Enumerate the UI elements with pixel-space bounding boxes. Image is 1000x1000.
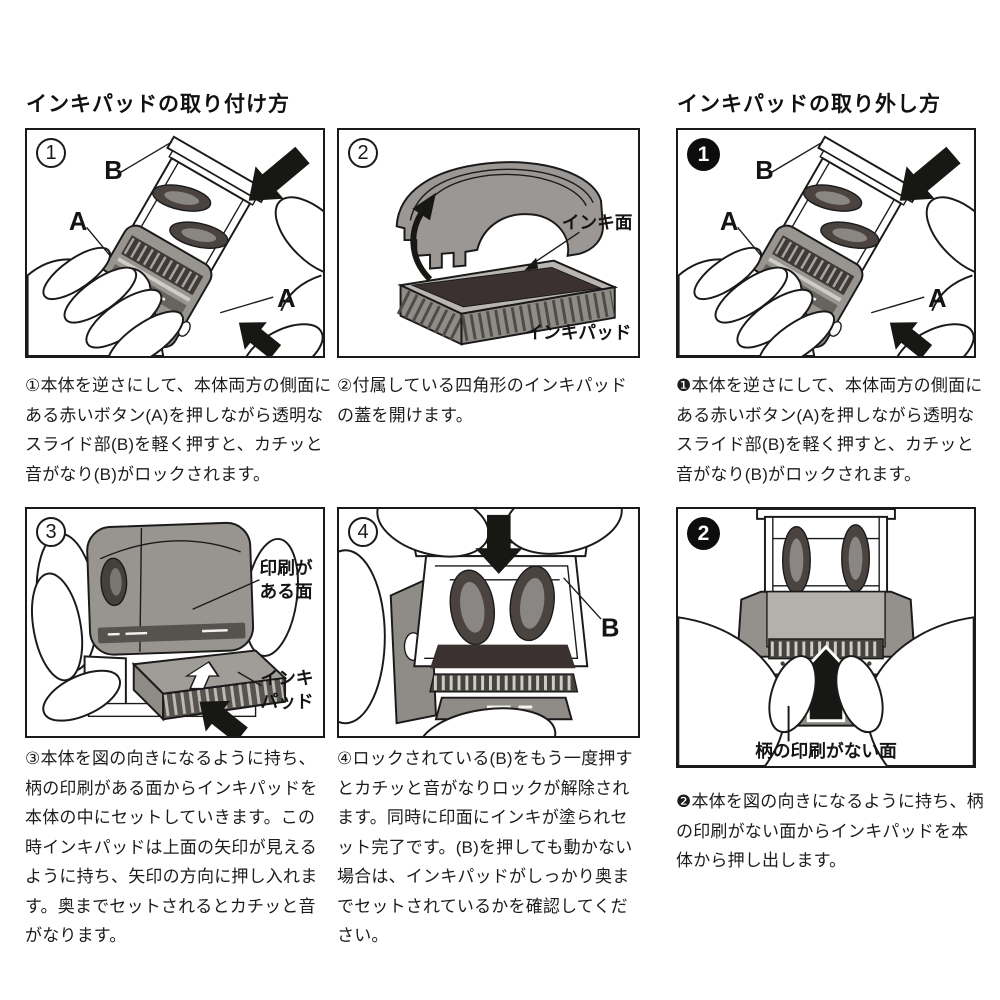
caption-remove-step2: ❷本体を図の向きになるように持ち、柄の印刷がない面からインキパッドを本体から押し… <box>676 792 984 870</box>
caption-attach-step1: ①本体を逆さにして、本体両方の側面にある赤いボタン(A)を押しながら透明なスライ… <box>25 376 332 484</box>
stamp-in-hand-illustration: B A A <box>678 135 974 356</box>
step-number-badge: 2 <box>348 138 378 168</box>
inkpad-lid <box>395 161 604 270</box>
panel-attach-step3: 印刷が ある面 インキ パッド 3 <box>25 507 325 738</box>
open-lid-arrow-icon <box>410 192 436 282</box>
press-down-arrow-icon <box>248 146 310 201</box>
push-out-inkpad-illustration: 柄の印刷がない面 <box>678 509 974 766</box>
label-button-right: A <box>928 285 946 313</box>
stamp-open-bottom <box>389 541 589 725</box>
hand-illustration <box>376 509 623 736</box>
panel-remove-step2: 柄の印刷がない面 2 <box>676 507 976 768</box>
hand-illustration <box>678 616 974 766</box>
label-ink-line1: インキ <box>261 668 314 688</box>
label-printed-side-line1: 印刷が <box>260 557 313 578</box>
inkpad-and-lid-illustration: インキ面 インキパッド <box>395 161 633 346</box>
step-number-badge: 2 <box>687 517 720 550</box>
hand-illustration <box>27 196 323 356</box>
panel-attach-step1: B A A 1 <box>25 128 325 358</box>
label-button-left: A <box>69 208 87 236</box>
caption-attach-step3: ③本体を図の向きになるように持ち、柄の印刷がある面からインキパッドを本体の中にセ… <box>25 749 318 945</box>
stamp-in-hand-illustration: B A A <box>27 135 323 356</box>
panel-attach-step4: B 4 <box>337 507 640 738</box>
label-ink-line2: パッド <box>261 692 314 712</box>
label-slide-part: B <box>104 157 122 185</box>
panel-remove-step1: B A A 1 <box>676 128 976 358</box>
caption-remove-step1: ❶本体を逆さにして、本体両方の側面にある赤いボタン(A)を押しながら透明なスライ… <box>676 376 983 484</box>
label-ink-pad: インキパッド <box>525 322 631 342</box>
insert-inkpad-illustration: 印刷が ある面 インキ パッド <box>31 521 314 736</box>
step-number-badge: 4 <box>348 517 378 547</box>
caption-attach-step2: ②付属している四角形のインキパッドの蓋を開けます。 <box>337 376 628 425</box>
label-no-print-side: 柄の印刷がない面 <box>755 740 897 761</box>
hand-illustration <box>339 549 386 725</box>
label-slide-part: B <box>755 157 773 185</box>
hand-illustration <box>31 532 299 682</box>
press-down-arrow-icon <box>899 146 961 201</box>
step-number-badge: 1 <box>687 138 720 171</box>
press-down-arrow-icon <box>475 514 523 574</box>
stamp-body <box>86 521 255 656</box>
press-button-arrow-icon <box>238 322 282 356</box>
caption-attach-step4: ④ロックされている(B)をもう一度押すとカチッと音がなりロックが解除されます。同… <box>337 749 633 945</box>
step-number-badge: 3 <box>36 517 66 547</box>
inkpad-box <box>396 259 619 346</box>
embossed-arrow-icon <box>184 660 220 690</box>
press-button-arrow-icon <box>889 322 933 356</box>
hand-illustration <box>678 196 974 356</box>
press-slide-illustration: B <box>339 509 623 736</box>
label-slide-part: B <box>601 615 619 643</box>
stamp-base <box>736 590 916 666</box>
label-printed-side-line2: ある面 <box>260 581 313 601</box>
label-button-right: A <box>277 285 295 313</box>
label-button-left: A <box>720 208 738 236</box>
push-in-arrow-icon <box>199 700 248 736</box>
step-number-badge: 1 <box>36 138 66 168</box>
attach-section-title: インキパッドの取り付け方 <box>26 93 290 116</box>
label-ink-surface: インキ面 <box>562 212 633 232</box>
detach-section-title: インキパッドの取り外し方 <box>677 93 941 116</box>
inkpad-box <box>131 649 288 722</box>
panel-attach-step2: インキ面 インキパッド 2 <box>337 128 640 358</box>
